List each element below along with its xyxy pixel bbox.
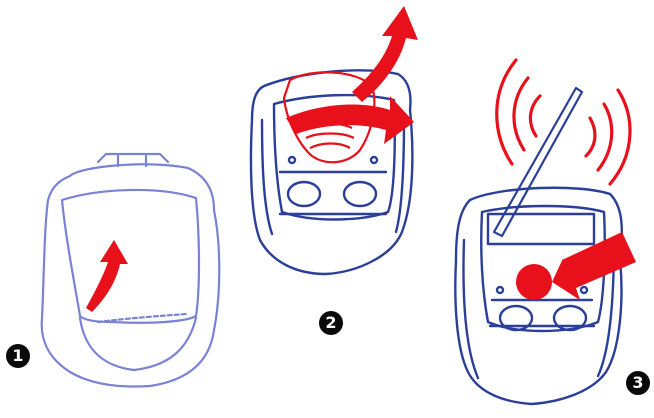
step-3-badge: 3 [626,371,650,395]
step1-device [42,154,220,386]
step3-red-button [516,264,552,300]
step1-lid [62,190,199,323]
step2-device [251,70,412,274]
step-1-badge: 1 [6,344,30,368]
step-2-badge: 2 [319,311,343,335]
sound-waves-icon [497,60,630,184]
flip-up-arrow-icon [86,240,128,312]
step1-hinge [98,154,168,162]
